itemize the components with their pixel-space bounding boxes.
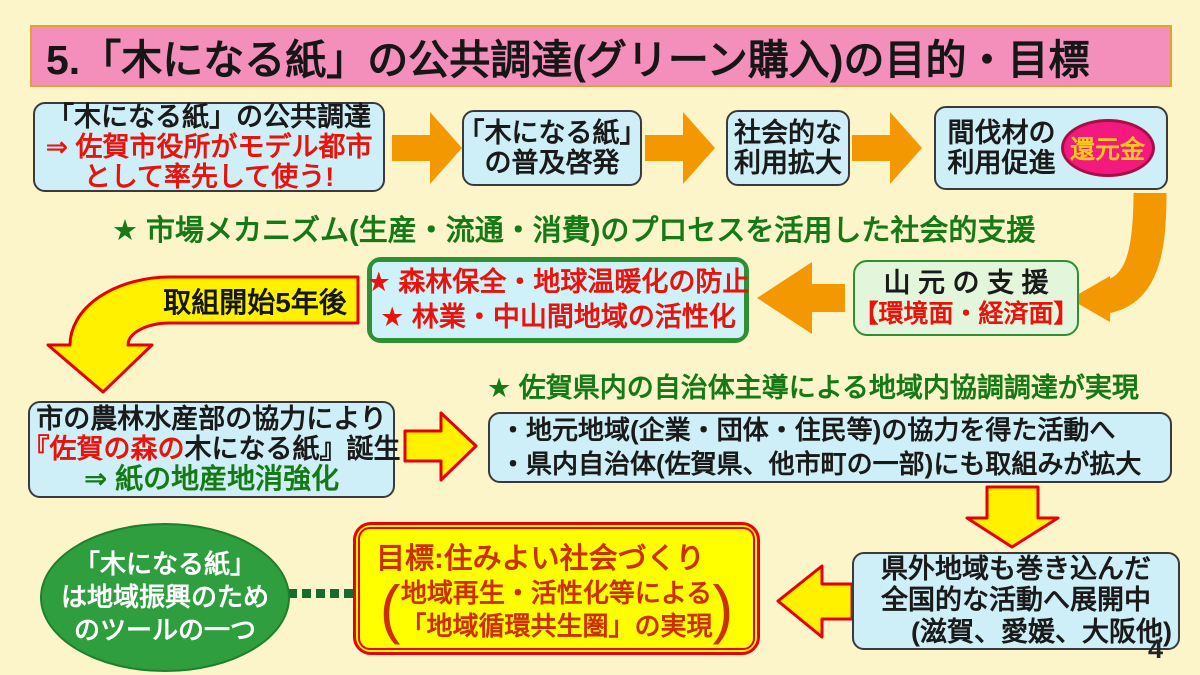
yellow-arrow-right-icon [403,411,478,482]
flow-arrow-right-1-icon [392,112,462,184]
thinning-lines: 間伐材の 利用促進 [948,118,1056,178]
yellow-arrow-down-icon [965,485,1060,549]
flow-arrow-right-2-icon [645,112,715,184]
thinning-line2: 利用促進 [947,148,1056,178]
goal-line1: 地域再生・活性化等による [400,578,713,608]
bent-arrow-icon [46,275,360,394]
bent-arrow-label: 取組開始5年後 [163,287,347,318]
procurement-line1: 「木になる紙」の公共調達 [47,101,371,132]
flow-arrow-left-icon [757,262,845,334]
forest-benefit-box: ★ 森林保全・地球温暖化の防止 ★ 林業・中山間地域の活性化 [367,257,749,343]
tool-line3: のツールの一つ [73,615,256,646]
social-line1: 社会的な [734,117,842,148]
thinning-box: 間伐材の 利用促進 還元金 [934,106,1168,190]
city-line2: 『佐賀の森の木になる紙』誕生 [23,434,401,464]
nationwide-box: 県外地域も巻き込んだ 全国的な活動へ展開中 (滋賀、愛媛、大阪他) [852,552,1180,650]
social-box: 社会的な 利用拡大 [726,110,850,186]
support-line2: 【環境面・経済面】 [853,300,1079,329]
procurement-line3: として率先して使う! [83,162,335,193]
goal-box: 目標:住みよい社会づくり ( 地域再生・活性化等による 「地域循環共生圏」の実現… [353,522,760,655]
spread-box: 「木になる紙」 の普及啓発 [458,110,647,186]
coop-line2: ・県内自治体(佐賀県、他市町の一部)にも取組みが拡大 [500,448,1142,479]
tool-line1: 「木になる紙」 [73,548,256,579]
goal-bracket: ( 地域再生・活性化等による 「地域循環共生圏」の実現 ) [370,572,743,646]
city-cooperation-box: 市の農林水産部の協力により 『佐賀の森の木になる紙』誕生 ⇒ 紙の地産地消強化 [23,401,401,498]
procurement-line2: ⇒ 佐賀市役所がモデル都市 [45,131,373,162]
yellow-arrow-left-icon [776,564,854,639]
nationwide-line2: 全国的な活動へ展開中 [881,585,1151,616]
curved-arrow-head-icon [1070,276,1110,322]
saga-note: ★ 佐賀県内の自治体主導による地域内協調調達が実現 [487,373,1139,403]
flow-arrow-right-3-icon [852,112,922,184]
dotted-connector [288,589,353,598]
support-line1: 山 元 の 支 援 [883,267,1049,298]
tool-line2: は地域振興のため [60,581,269,612]
city-line1: 市の農林水産部の協力により [36,403,387,434]
tool-ellipse: 「木になる紙」 は地域振興のため のツールの一つ [40,523,290,672]
goal-bracket-close: ) [712,572,734,646]
city-line2-red: 『佐賀の森の [22,434,185,465]
social-line2: 利用拡大 [734,148,842,178]
forest-line1: ★ 森林保全・地球温暖化の防止 [366,266,750,297]
coop-line1: ・地元地域(企業・団体・住民等)の協力を得た活動へ [500,414,1116,445]
goal-box-inner: 目標:住みよい社会づくり ( 地域再生・活性化等による 「地域循環共生圏」の実現… [358,527,755,650]
spread-line1: 「木になる紙」 [457,117,647,148]
goal-heading: 目標:住みよい社会づくり [376,543,705,575]
thinning-line1: 間伐材の [947,117,1056,148]
coop-expansion-box: ・地元地域(企業・団体・住民等)の協力を得た活動へ ・県内自治体(佐賀県、他市町… [488,412,1172,483]
spread-line2: の普及啓発 [484,148,620,178]
forest-line2: ★ 林業・中山間地域の活性化 [380,302,736,332]
city-line3: ⇒ 紙の地産地消強化 [83,463,340,495]
procurement-box: 「木になる紙」の公共調達 ⇒ 佐賀市役所がモデル都市 として率先して使う! [33,102,385,192]
slide-title: 5.「木になる紙」の公共調達(グリーン購入)の目的・目標 [30,25,1172,87]
market-note: ★ 市場メカニズム(生産・流通・消費)のプロセスを活用した社会的支援 [112,215,1036,247]
page-number: 4 [1148,634,1164,664]
yamamoto-support-box: 山 元 の 支 援 【環境面・経済面】 [853,260,1079,336]
curved-arrow-down-left-icon [1101,192,1167,314]
city-line2-black: 木になる紙』誕生 [184,434,401,465]
nationwide-line1: 県外地域も巻き込んだ [881,553,1151,584]
goal-line2: 「地域循環共生圏」の実現 [400,610,713,641]
nationwide-line3: (滋賀、愛媛、大阪他) [911,616,1172,647]
goal-bracket-open: ( [379,572,401,646]
goal-bracket-lines: 地域再生・活性化等による 「地域循環共生圏」の実現 [400,577,712,642]
refund-badge: 還元金 [1060,119,1155,177]
